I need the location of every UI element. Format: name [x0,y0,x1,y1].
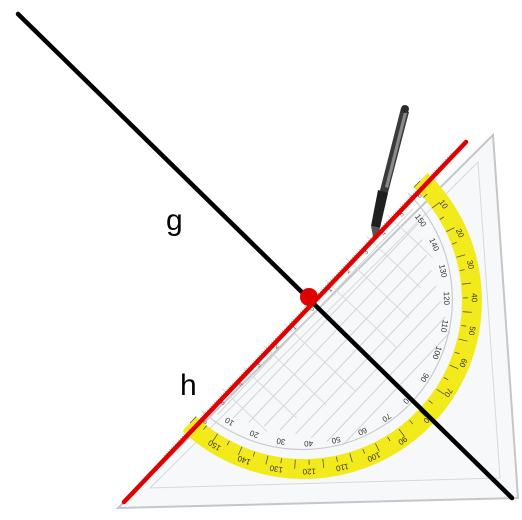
label-g: g [166,206,183,236]
intersection-point [300,288,318,306]
protractor-inner-label: 120 [442,292,451,306]
protractor-outer-label: 40 [470,293,479,303]
label-h: h [180,371,197,401]
protractor-inner-label: 40 [303,439,313,448]
protractor-outer-label: 120 [302,467,316,476]
